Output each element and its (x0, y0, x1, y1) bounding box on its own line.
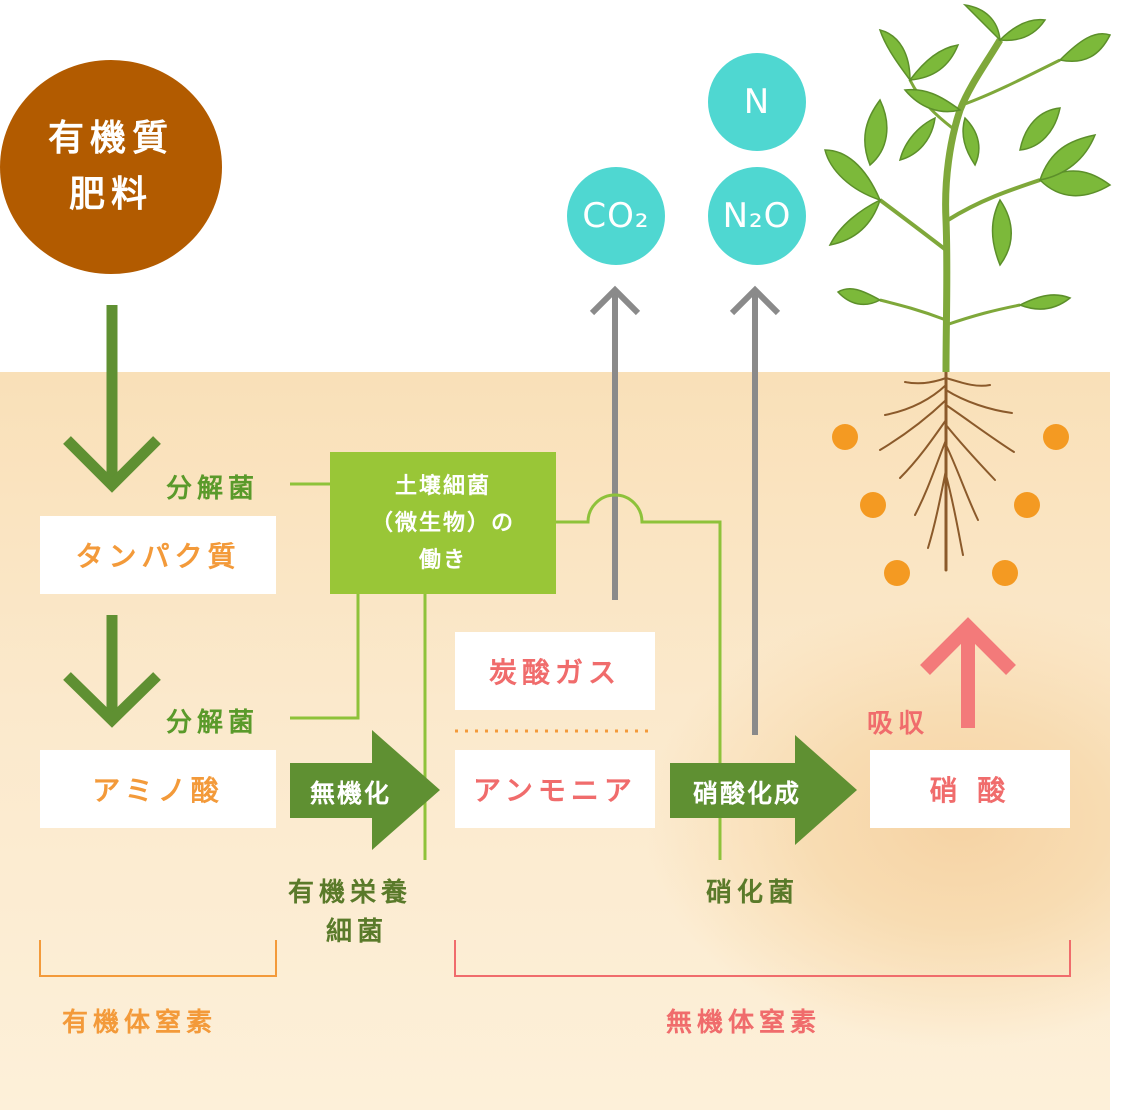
organic-fertilizer-line2: 肥料 (68, 174, 153, 215)
decomposer-label-1: 分解菌 (166, 474, 260, 504)
ammonia-box: アンモニア (455, 750, 655, 828)
amino-acid-label: アミノ酸 (92, 774, 224, 807)
soil-bacteria-box: 土壌細菌 （微生物）の 働き (330, 452, 556, 594)
protein-label: タンパク質 (75, 540, 241, 573)
plant-roots (879, 370, 1015, 572)
heterotroph-label-line2: 細菌 (326, 917, 389, 947)
carbonic-gas-box: 炭酸ガス (455, 632, 655, 710)
carbonic-gas-label: 炭酸ガス (488, 656, 621, 689)
nitric-acid-label: 硝 酸 (929, 774, 1011, 807)
organic-bracket (39, 940, 277, 977)
nitrification-label: 硝酸化成 (693, 779, 802, 808)
organic-fertilizer-line1: 有機質 (47, 118, 174, 159)
co2-gas-circle: CO₂ (567, 167, 665, 265)
nitric-acid-box: 硝 酸 (870, 750, 1070, 828)
inorganic-nitrogen-label: 無機体窒素 (666, 1008, 822, 1038)
nutrient-dots (832, 424, 1069, 586)
ammonia-label: アンモニア (473, 774, 637, 807)
co2-gas-label: CO₂ (582, 196, 650, 236)
n-gas-label: N (743, 82, 771, 122)
amino-acid-box: アミノ酸 (40, 750, 276, 828)
protein-box: タンパク質 (40, 516, 276, 594)
nitrification-arrow (670, 735, 857, 845)
n2o-gas-circle: N₂O (708, 167, 806, 265)
down-arrow-organic-to-protein (63, 305, 161, 493)
heterotroph-label-line1: 有機栄養 (288, 878, 413, 908)
mineralization-label: 無機化 (310, 779, 392, 808)
organic-fertilizer-circle: 有機質 肥料 (0, 60, 222, 274)
decomposer-label-2: 分解菌 (166, 708, 260, 738)
inorganic-bracket (454, 940, 1071, 977)
n2o-gas-label: N₂O (722, 196, 792, 236)
arrow-to-n2o (729, 285, 781, 735)
soil-bacteria-line1: 土壌細菌 (394, 473, 491, 499)
mineralization-arrow (290, 730, 440, 850)
soil-bacteria-line3: 働き (418, 547, 467, 573)
soil-bacteria-line2: （微生物）の (370, 510, 515, 536)
absorption-label: 吸収 (867, 709, 930, 739)
bacteria-connector-lines (290, 482, 722, 860)
nitrifying-bacteria-label: 硝化菌 (706, 878, 800, 908)
n-gas-circle: N (708, 53, 806, 151)
plant (824, 3, 1112, 373)
down-arrow-protein-to-amino (63, 615, 161, 728)
arrow-to-co2 (589, 285, 641, 600)
organic-nitrogen-label: 有機体窒素 (62, 1008, 218, 1038)
absorption-arrow (920, 617, 1016, 728)
